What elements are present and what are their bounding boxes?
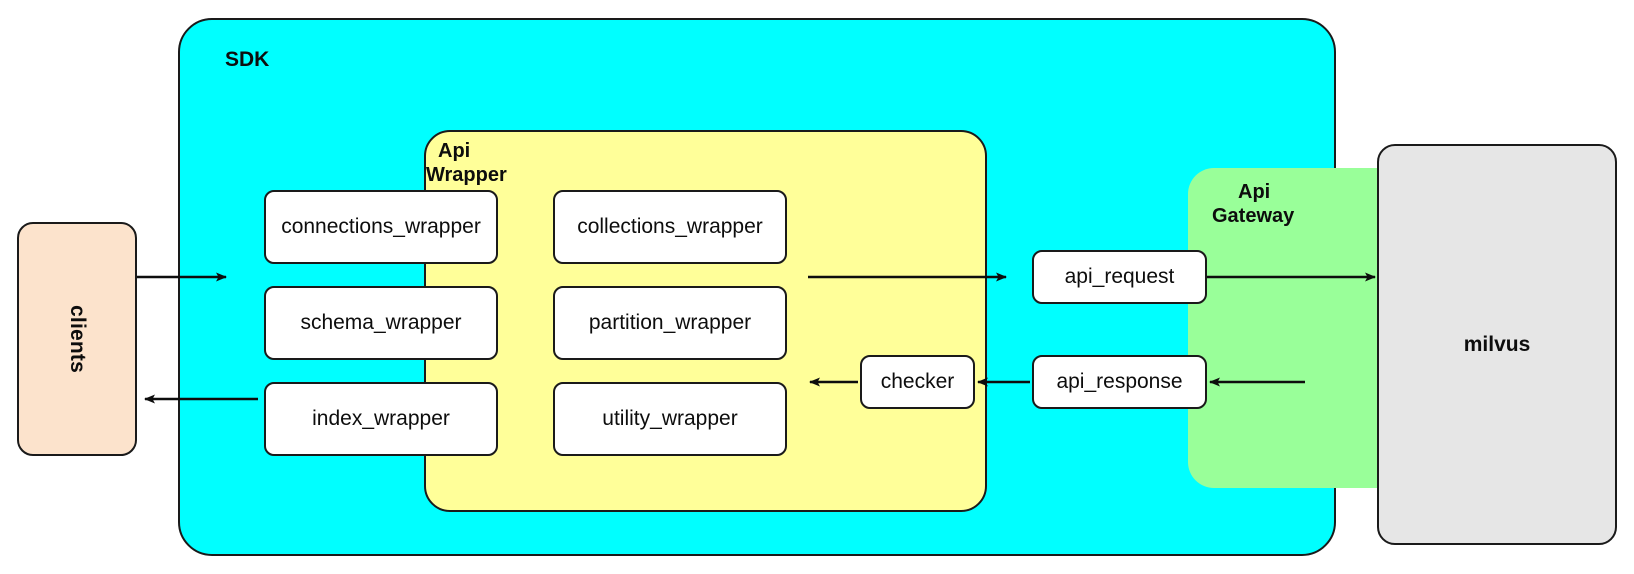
api-request-label: api_request (1064, 265, 1175, 288)
clients-label: clients (66, 305, 89, 373)
api-response-box[interactable]: api_response (1032, 355, 1207, 409)
milvus-node[interactable]: milvus (1377, 144, 1617, 545)
api-wrapper-title: Api Wrapper (426, 140, 568, 187)
collections-wrapper-box[interactable]: collections_wrapper (553, 190, 787, 264)
index-wrapper-box[interactable]: index_wrapper (264, 382, 498, 456)
milvus-label: milvus (1463, 332, 1531, 356)
connections-wrapper-label: connections_wrapper (281, 215, 481, 238)
api-wrapper-title-line2: Wrapper (426, 163, 507, 186)
api-response-label: api_response (1056, 370, 1183, 393)
utility-wrapper-label: utility_wrapper (602, 407, 738, 430)
api-gateway-title: Api Gateway (1212, 180, 1362, 228)
schema-wrapper-box[interactable]: schema_wrapper (264, 286, 498, 360)
checker-box[interactable]: checker (860, 355, 975, 409)
api-wrapper-title-line1: Api (438, 140, 471, 162)
collections-wrapper-label: collections_wrapper (577, 215, 763, 238)
clients-node[interactable]: clients (17, 222, 137, 456)
checker-label: checker (880, 370, 955, 393)
index-wrapper-label: index_wrapper (312, 407, 450, 430)
sdk-title: SDK (225, 48, 270, 71)
schema-wrapper-label: schema_wrapper (300, 311, 462, 334)
api-request-box[interactable]: api_request (1032, 250, 1207, 304)
partition-wrapper-label: partition_wrapper (588, 311, 752, 334)
api-gateway-title-line1: Api (1238, 181, 1271, 203)
connections-wrapper-box[interactable]: connections_wrapper (264, 190, 498, 264)
partition-wrapper-box[interactable]: partition_wrapper (553, 286, 787, 360)
utility-wrapper-box[interactable]: utility_wrapper (553, 382, 787, 456)
api-gateway-title-line2: Gateway (1212, 205, 1295, 227)
